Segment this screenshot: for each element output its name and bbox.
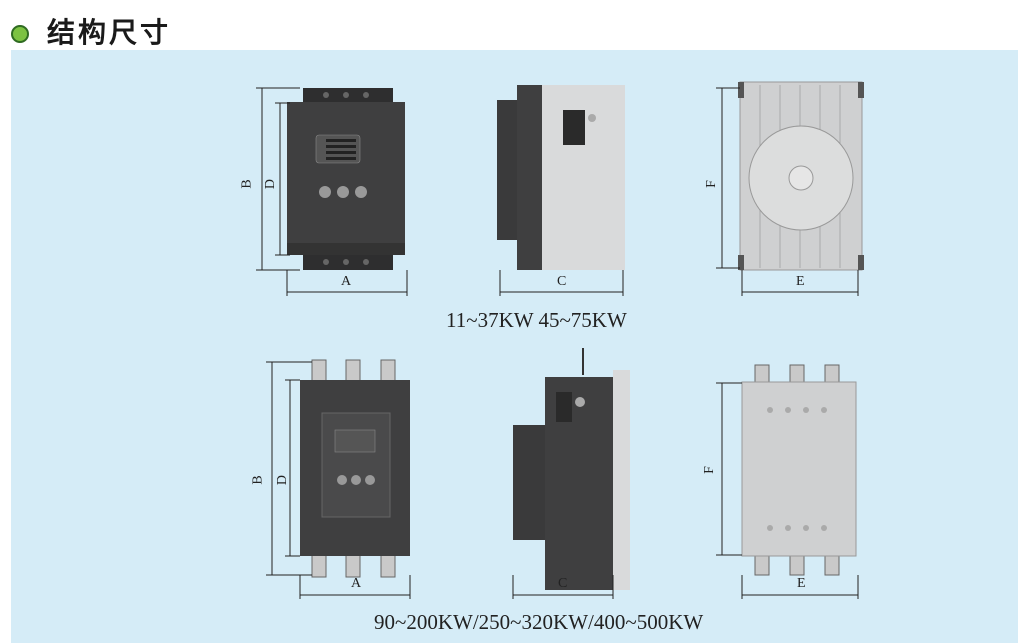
dim-label-a: A: [341, 274, 352, 289]
side-view-large: [513, 348, 630, 590]
section-bullet-icon: [11, 25, 29, 43]
back-view-small: [738, 81, 864, 271]
side-view-small: [497, 85, 625, 270]
front-dims-small: [256, 87, 408, 296]
section-title: 结构尺寸: [47, 16, 172, 49]
caption-small-range: 11~37KW 45~75KW: [446, 308, 627, 332]
dim-label-f: F: [703, 180, 719, 188]
dim-label-d: D: [275, 474, 291, 486]
dim-label-c: C: [557, 274, 567, 289]
caption-large-range: 90~200KW/250~320KW/400~500KW: [374, 610, 704, 634]
dim-label-e: E: [796, 274, 805, 289]
front-view-small: [287, 88, 405, 270]
dim-label-c: C: [558, 576, 568, 591]
dim-label-f: F: [701, 466, 717, 474]
back-view-large: [741, 364, 857, 576]
dim-label-b: B: [239, 179, 255, 189]
dim-label-e: E: [797, 576, 806, 591]
dim-label-a: A: [351, 576, 362, 591]
dim-label-d: D: [263, 178, 279, 190]
dim-label-b: B: [250, 475, 266, 485]
front-view-large: [300, 359, 410, 578]
